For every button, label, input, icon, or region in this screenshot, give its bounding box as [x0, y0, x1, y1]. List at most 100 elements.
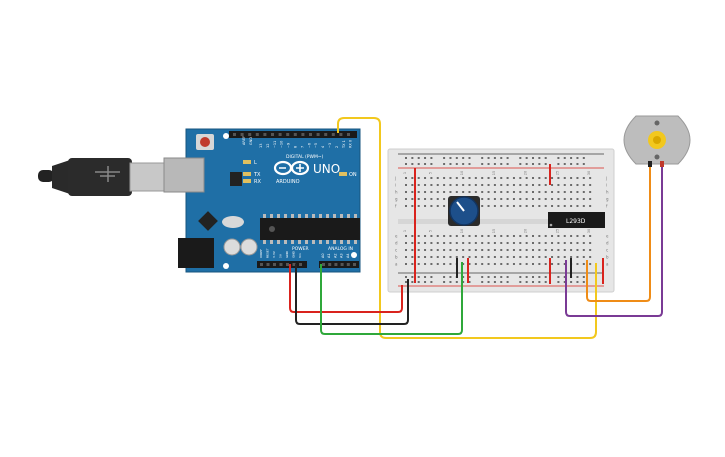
terminal-hole[interactable]: [424, 263, 427, 265]
terminal-hole[interactable]: [462, 256, 465, 258]
rail-hole[interactable]: [443, 157, 446, 159]
rail-hole[interactable]: [576, 157, 579, 159]
terminal-hole[interactable]: [481, 177, 484, 179]
terminal-hole[interactable]: [538, 249, 541, 251]
rail-hole[interactable]: [487, 281, 490, 283]
rail-hole[interactable]: [430, 281, 433, 283]
terminal-hole[interactable]: [557, 235, 560, 237]
terminal-hole[interactable]: [417, 191, 420, 193]
terminal-hole[interactable]: [525, 242, 528, 244]
terminal-hole[interactable]: [500, 242, 503, 244]
analog-pin-hole[interactable]: [334, 263, 338, 266]
rail-hole[interactable]: [525, 157, 528, 159]
terminal-hole[interactable]: [411, 198, 414, 200]
terminal-hole[interactable]: [462, 242, 465, 244]
terminal-hole[interactable]: [411, 205, 414, 207]
terminal-hole[interactable]: [474, 191, 477, 193]
rail-hole[interactable]: [424, 163, 427, 165]
rail-hole[interactable]: [557, 276, 560, 278]
l293d-ic[interactable]: L293D: [548, 212, 605, 228]
terminal-hole[interactable]: [512, 256, 515, 258]
terminal-hole[interactable]: [563, 235, 566, 237]
terminal-hole[interactable]: [563, 177, 566, 179]
terminal-hole[interactable]: [481, 191, 484, 193]
terminal-hole[interactable]: [493, 263, 496, 265]
terminal-hole[interactable]: [411, 191, 414, 193]
terminal-hole[interactable]: [424, 256, 427, 258]
terminal-hole[interactable]: [582, 177, 585, 179]
rail-hole[interactable]: [417, 163, 420, 165]
rail-hole[interactable]: [532, 163, 534, 165]
terminal-hole[interactable]: [481, 242, 484, 244]
terminal-hole[interactable]: [424, 205, 427, 207]
terminal-hole[interactable]: [532, 205, 534, 207]
terminal-hole[interactable]: [532, 249, 534, 251]
terminal-hole[interactable]: [557, 263, 560, 265]
rail-hole[interactable]: [506, 157, 509, 159]
terminal-hole[interactable]: [563, 184, 566, 186]
terminal-hole[interactable]: [519, 184, 522, 186]
terminal-hole[interactable]: [570, 235, 573, 237]
terminal-hole[interactable]: [424, 191, 427, 193]
rail-hole[interactable]: [405, 281, 407, 283]
terminal-hole[interactable]: [424, 184, 427, 186]
rail-hole[interactable]: [455, 157, 458, 159]
rail-hole[interactable]: [563, 157, 566, 159]
terminal-hole[interactable]: [436, 249, 439, 251]
rail-hole[interactable]: [462, 157, 465, 159]
rail-hole[interactable]: [570, 163, 573, 165]
digital-pin-hole[interactable]: [278, 133, 282, 136]
terminal-hole[interactable]: [582, 205, 585, 207]
rail-hole[interactable]: [582, 281, 585, 283]
rail-hole[interactable]: [430, 157, 433, 159]
terminal-hole[interactable]: [576, 242, 579, 244]
rail-hole[interactable]: [449, 281, 452, 283]
potentiometer[interactable]: [448, 196, 480, 226]
terminal-hole[interactable]: [519, 263, 522, 265]
terminal-hole[interactable]: [570, 191, 573, 193]
terminal-hole[interactable]: [538, 198, 541, 200]
terminal-hole[interactable]: [551, 177, 554, 179]
terminal-hole[interactable]: [532, 242, 534, 244]
terminal-hole[interactable]: [544, 235, 547, 237]
terminal-hole[interactable]: [481, 205, 484, 207]
rail-hole[interactable]: [424, 276, 427, 278]
terminal-hole[interactable]: [411, 235, 414, 237]
terminal-hole[interactable]: [430, 191, 433, 193]
terminal-hole[interactable]: [570, 184, 573, 186]
digital-pin-hole[interactable]: [233, 133, 236, 136]
terminal-hole[interactable]: [487, 256, 490, 258]
terminal-hole[interactable]: [570, 177, 573, 179]
terminal-hole[interactable]: [512, 184, 515, 186]
terminal-hole[interactable]: [493, 256, 496, 258]
terminal-hole[interactable]: [474, 235, 477, 237]
terminal-hole[interactable]: [544, 256, 547, 258]
terminal-hole[interactable]: [487, 177, 490, 179]
rail-hole[interactable]: [538, 163, 541, 165]
rail-hole[interactable]: [462, 163, 465, 165]
terminal-hole[interactable]: [500, 249, 503, 251]
rail-hole[interactable]: [481, 276, 484, 278]
terminal-hole[interactable]: [462, 191, 465, 193]
terminal-hole[interactable]: [506, 263, 509, 265]
terminal-hole[interactable]: [493, 205, 496, 207]
analog-pin-hole[interactable]: [353, 263, 356, 266]
rail-hole[interactable]: [500, 163, 503, 165]
wire-orange-motor[interactable]: [586, 167, 651, 302]
terminal-hole[interactable]: [551, 256, 554, 258]
terminal-hole[interactable]: [551, 198, 554, 200]
terminal-hole[interactable]: [570, 249, 573, 251]
rail-hole[interactable]: [481, 163, 484, 165]
rail-hole[interactable]: [544, 163, 547, 165]
power-pin-holes[interactable]: [260, 263, 302, 266]
terminal-hole[interactable]: [582, 198, 585, 200]
digital-pin-hole[interactable]: [271, 133, 274, 136]
rail-hole[interactable]: [443, 276, 446, 278]
terminal-hole[interactable]: [532, 177, 534, 179]
rail-hole[interactable]: [405, 157, 407, 159]
terminal-hole[interactable]: [512, 235, 515, 237]
rail-hole[interactable]: [405, 276, 407, 278]
rail-hole[interactable]: [519, 276, 522, 278]
terminal-hole[interactable]: [532, 256, 534, 258]
